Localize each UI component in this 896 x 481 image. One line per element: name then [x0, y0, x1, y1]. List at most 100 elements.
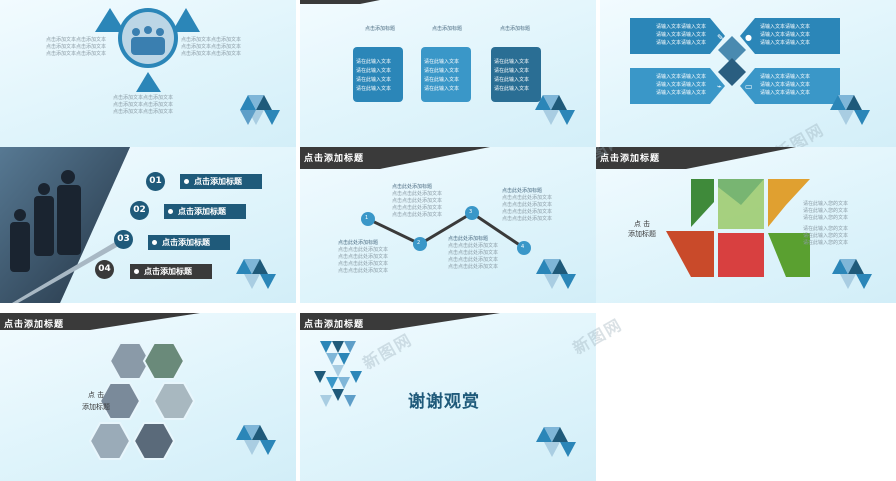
- slide-7[interactable]: 点击添加标题 点 击 添加标题: [0, 313, 296, 481]
- list-item: 请在此输入文本: [356, 59, 392, 65]
- list-item: 请在此输入文本: [424, 86, 460, 92]
- slide-7-graphics: [0, 313, 276, 460]
- slide-5-graphics: [300, 147, 576, 289]
- text-line: 点击点击此处添加文本: [392, 198, 443, 204]
- step-bar-4[interactable]: 点击添加标题: [130, 264, 212, 279]
- block-title: 点击此处添加标题: [448, 236, 489, 242]
- slide-8-graphics: [300, 313, 576, 457]
- slide-3[interactable]: 请输入文本请输入文本 请输入文本请输入文本 请输入文本请输入文本 请输入文本请输…: [600, 0, 896, 156]
- bullet-icon: [184, 179, 189, 184]
- slide-4[interactable]: 01 02 03 04 点击添加标题 点击添加标题 点击添加标题 点击添加标题: [0, 147, 296, 303]
- text-line: 请输入文本请输入文本: [760, 40, 811, 46]
- text-line: 请在此输入您的文本: [803, 208, 849, 214]
- text-line: 点击添加文本点击添加文本: [181, 51, 242, 57]
- text-line: 点击添加文本点击添加文本: [181, 44, 242, 50]
- timeline-node-2: [413, 237, 427, 251]
- list-item: 请在此输入文本: [356, 86, 392, 92]
- text-line: 点击点击此处添加文本: [502, 209, 553, 215]
- paperclip-icon: ⌁: [717, 82, 722, 91]
- text-line: 点击点击此处添加文本: [392, 205, 443, 211]
- step-number-2: 02: [130, 201, 149, 220]
- slide-2[interactable]: 点击添加标题 点击添加标题 点击添加标题 请在此输入文本 请在此输入文本 请在此…: [300, 0, 596, 156]
- text-line: 点击添加文本点击添加文本: [113, 102, 174, 108]
- slide-8[interactable]: 点击添加标题 谢谢观赏 新图网: [300, 313, 596, 481]
- slide-5[interactable]: 点击添加标题 1 2 3 4 点击此处添加标题 点击点击此处添加文本 点击点击此…: [300, 147, 596, 303]
- column-title-2: 点击添加标题: [431, 26, 462, 32]
- column-box-1: [353, 47, 403, 102]
- quadrant-text-bl: 请输入文本请输入文本 请输入文本请输入文本 请输入文本请输入文本: [656, 73, 706, 97]
- slide-5-header: 点击添加标题: [304, 154, 365, 164]
- text-line: 点击点击此处添加文本: [448, 264, 499, 270]
- label-line: 点 击: [633, 220, 651, 228]
- column-title-1: 点击添加标题: [364, 26, 395, 32]
- slide-6-label: 点 击 添加标题: [628, 219, 656, 239]
- list-item: 请在此输入文本: [494, 86, 530, 92]
- slide-6[interactable]: 点击添加标题 点 击 添加标题 请在此输入您的文本 请在此输入您的文本 请在此输…: [596, 147, 896, 303]
- text-line: 点击点击此处添加文本: [448, 243, 499, 249]
- step-bar-1[interactable]: 点击添加标题: [180, 174, 262, 189]
- step-bar-2[interactable]: 点击添加标题: [164, 204, 246, 219]
- text-line: 请输入文本请输入文本: [656, 90, 707, 96]
- block-title: 点击此处添加标题: [392, 184, 433, 190]
- slide-6-graphics: [596, 147, 872, 289]
- text-line: 点击点击此处添加文本: [502, 202, 553, 208]
- text-line: 请输入文本请输入文本: [656, 82, 707, 88]
- step-label-3: 点击添加标题: [162, 238, 210, 247]
- battery-icon: ▭: [745, 82, 753, 91]
- text-line: 请在此输入您的文本: [803, 215, 849, 221]
- list-item: 请在此输入文本: [356, 77, 392, 83]
- slide-3-graphics: [630, 18, 870, 125]
- text-block-2: 点击此处添加标题 点击点击此处添加文本 点击点击此处添加文本 点击点击此处添加文…: [392, 184, 442, 219]
- slide-1-bottom-text: 点击添加文本点击添加文本 点击添加文本点击添加文本 点击添加文本点击添加文本: [113, 95, 173, 116]
- slide-7-header: 点击添加标题: [4, 320, 65, 330]
- node-label-3: 3: [469, 209, 473, 215]
- slide-7-label: 点 击 添加标题: [82, 389, 110, 413]
- step-bar-3[interactable]: 点击添加标题: [148, 235, 230, 250]
- list-item: 请在此输入文本: [494, 77, 530, 83]
- step-number-4: 04: [95, 260, 114, 279]
- text-line: 请输入文本请输入文本: [656, 24, 707, 30]
- timeline-node-1: [361, 212, 375, 226]
- text-block-1: 点击此处添加标题 点击点击此处添加文本 点击点击此处添加文本 点击点击此处添加文…: [338, 240, 388, 275]
- text-line: 点击点击此处添加文本: [338, 261, 389, 267]
- text-line: 请输入文本请输入文本: [760, 32, 811, 38]
- slide-1-right-text: 点击添加文本点击添加文本 点击添加文本点击添加文本 点击添加文本点击添加文本: [181, 37, 241, 58]
- text-line: 请输入文本请输入文本: [656, 32, 707, 38]
- quadrant-text-br: 请输入文本请输入文本 请输入文本请输入文本 请输入文本请输入文本: [760, 73, 810, 97]
- column-box-2: [421, 47, 471, 102]
- text-line: 请输入文本请输入文本: [760, 90, 811, 96]
- text-line: 点击点击此处添加文本: [448, 250, 499, 256]
- text-line: 请在此输入您的文本: [803, 226, 849, 232]
- text-line: 请输入文本请输入文本: [760, 82, 811, 88]
- column-title-3: 点击添加标题: [499, 26, 530, 32]
- text-line: 点击点击此处添加文本: [502, 216, 553, 222]
- slide-1[interactable]: 点击添加文本点击添加文本 点击添加文本点击添加文本 点击添加文本点击添加文本 点…: [0, 0, 296, 156]
- lightbulb-icon: ●: [745, 33, 752, 42]
- list-item: 请在此输入文本: [424, 59, 460, 65]
- text-line: 请在此输入您的文本: [803, 240, 849, 246]
- slide-6-right-text: 请在此输入您的文本 请在此输入您的文本 请在此输入您的文本 请在此输入您的文本 …: [803, 201, 848, 247]
- slide-8-header: 点击添加标题: [304, 320, 365, 330]
- slide-1-left-text: 点击添加文本点击添加文本 点击添加文本点击添加文本 点击添加文本点击添加文本: [46, 37, 106, 58]
- column-list-1: 请在此输入文本 请在此输入文本 请在此输入文本 请在此输入文本: [356, 58, 391, 94]
- text-line: 请输入文本请输入文本: [760, 24, 811, 30]
- text-line: 点击点击此处添加文本: [392, 191, 443, 197]
- step-label-2: 点击添加标题: [178, 207, 226, 216]
- node-label-1: 1: [365, 215, 369, 221]
- block-title: 点击此处添加标题: [338, 240, 379, 246]
- text-line: 点击点击此处添加文本: [502, 195, 553, 201]
- step-label-4: 点击添加标题: [144, 267, 192, 276]
- column-list-2: 请在此输入文本 请在此输入文本 请在此输入文本 请在此输入文本: [424, 58, 459, 94]
- text-line: 点击添加文本点击添加文本: [181, 37, 242, 43]
- list-item: 请在此输入文本: [494, 59, 530, 65]
- list-item: 请在此输入文本: [494, 68, 530, 74]
- text-line: 点击点击此处添加文本: [338, 247, 389, 253]
- column-box-3: [491, 47, 541, 102]
- block-title: 点击此处添加标题: [502, 188, 543, 194]
- text-line: 点击点击此处添加文本: [448, 257, 499, 263]
- text-line: 请在此输入您的文本: [803, 233, 849, 239]
- bullet-icon: [168, 209, 173, 214]
- slide-1-graphics: [95, 8, 280, 125]
- node-label-4: 4: [521, 244, 525, 250]
- text-line: 请输入文本请输入文本: [656, 40, 707, 46]
